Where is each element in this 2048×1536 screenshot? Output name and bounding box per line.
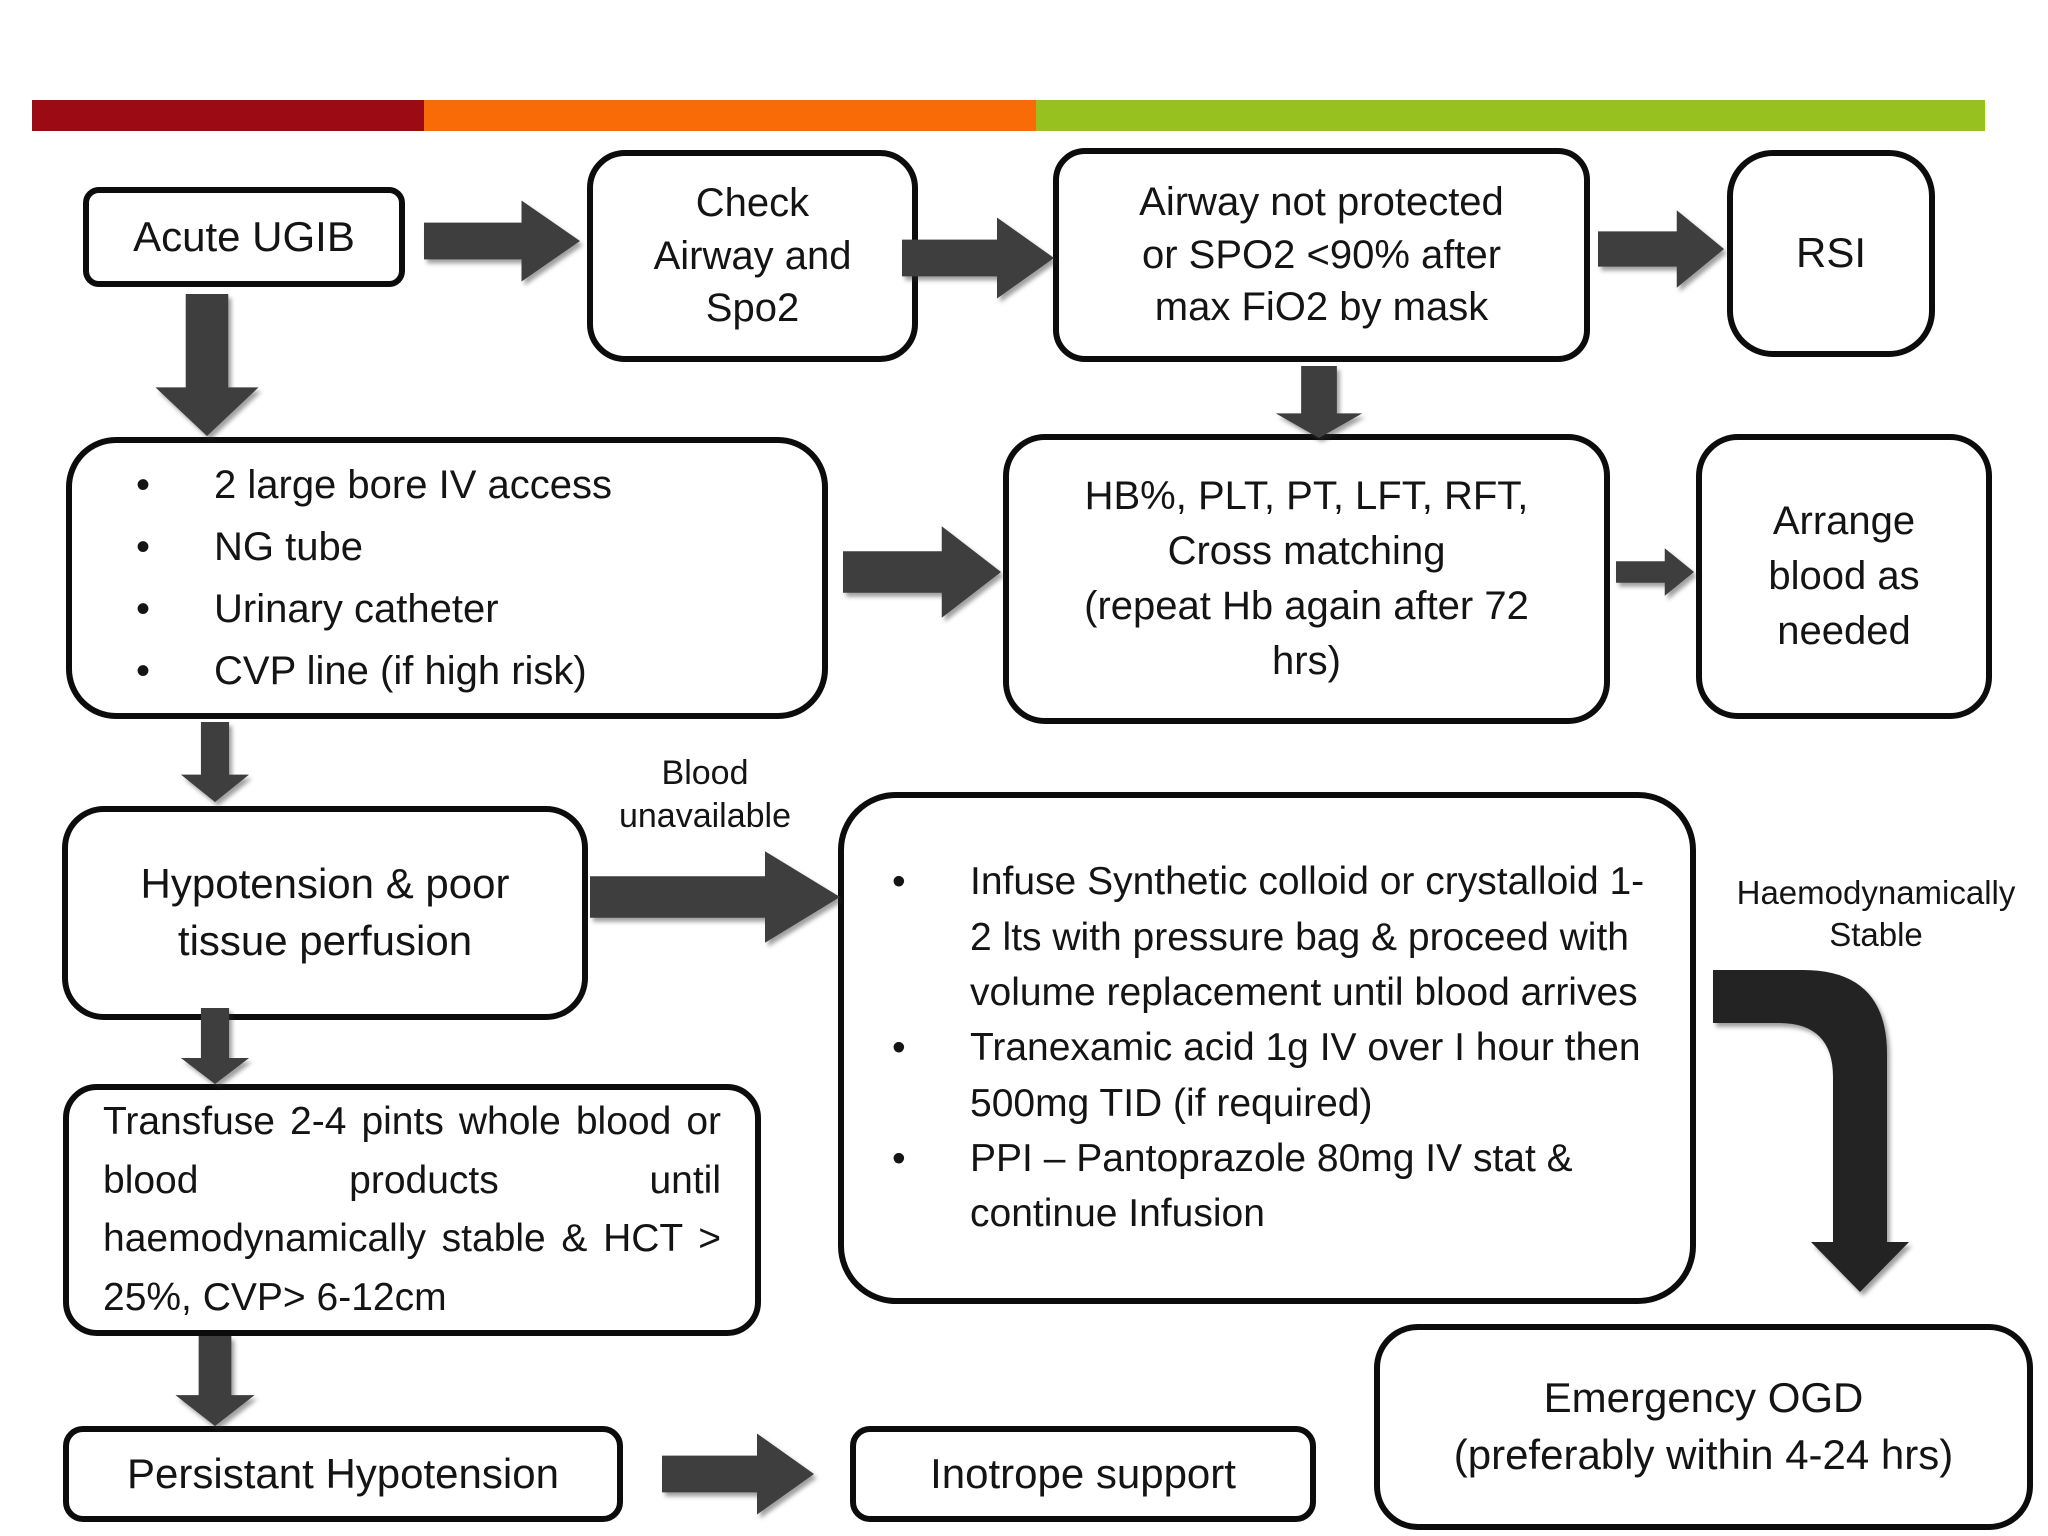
node-rsi: RSI [1727,150,1935,357]
node-line: HB%, PLT, PT, LFT, RFT, [1084,473,1529,518]
list-item: • Urinary catheter [130,578,802,640]
bullet-dot: • [892,1026,906,1070]
list-item-text: Infuse Synthetic colloid or crystalloid … [970,860,1645,1014]
bar-segment-green [1036,100,1985,131]
node-line: needed [1777,609,1911,654]
node-hypotension: Hypotension & poor tissue perfusion [62,806,588,1020]
node-persistant-hypotension: Persistant Hypotension [63,1426,623,1522]
arrow-airway-to-labs-icon [1275,366,1363,438]
edge-label-haemodynamically-stable: Haemodynamically Stable [1700,872,2048,955]
node-label: Transfuse 2-4 pints whole blood or blood… [103,1100,721,1319]
arrow-airway-to-rsi-icon [1598,210,1724,288]
list-item: • 2 large bore IV access [130,454,802,516]
edge-label-line: Blood [661,754,749,792]
list-item: • PPI – Pantoprazole 80mg IV stat & cont… [886,1131,1662,1242]
node-line: max FiO2 by mask [1154,285,1489,330]
node-line: Emergency OGD [1543,1374,1864,1422]
arrow-ivaccess-to-labs-icon [843,526,1001,618]
node-label: Inotrope support [930,1449,1236,1497]
bullet-dot: • [136,587,151,631]
bullet-dot: • [136,525,151,569]
node-infuse-list: • Infuse Synthetic colloid or crystalloi… [838,792,1696,1304]
arrow-haemo-stable-to-emergency-ogd-icon [1713,970,1909,1292]
arrow-persistant-to-inotrope-icon [662,1433,814,1515]
node-line: Check [695,180,810,225]
node-airway-not-protected: Airway not protected or SPO2 <90% after … [1053,148,1590,362]
node-line: Airway not protected [1139,179,1504,224]
node-arrange-blood: Arrange blood as needed [1696,434,1992,719]
list-item-text: CVP line (if high risk) [214,649,587,693]
arrow-labs-to-arrange-blood-icon [1616,548,1694,596]
node-line: (preferably within 4-24 hrs) [1453,1431,1954,1478]
edge-label-line: unavailable [618,796,792,835]
edge-label-blood-unavailable: Blood unavailable [585,752,825,838]
arrow-blood-unavailable-icon [590,851,840,943]
arrow-hypotension-to-transfuse-icon [180,1008,250,1084]
node-check-airway: Check Airway and Spo2 [587,150,918,362]
node-line: tissue perfusion [177,917,473,964]
list-item: • Infuse Synthetic colloid or crystalloi… [886,854,1662,1020]
node-label: Acute UGIB [133,212,355,260]
node-transfuse: Transfuse 2-4 pints whole blood or blood… [63,1084,761,1336]
node-line: (repeat Hb again after 72 hrs) [1084,584,1529,684]
list-item-text: NG tube [214,525,363,569]
arrow-transfuse-to-persistant-icon [175,1336,255,1426]
list-item: • CVP line (if high risk) [130,640,802,702]
arrow-check-to-airway-icon [902,217,1054,299]
list-item-text: Urinary catheter [214,587,499,631]
arrow-ivaccess-to-hypotension-icon [180,722,250,802]
node-line: Airway and [653,233,852,278]
list-item: • Tranexamic acid 1g IV over I hour then… [886,1020,1662,1131]
arrow-acute-to-ivaccess-icon [155,294,259,436]
bullet-dot: • [892,860,906,904]
bullet-dot: • [136,649,151,693]
node-iv-access-list: • 2 large bore IV access • NG tube • Uri… [66,437,828,719]
bullet-dot: • [136,463,151,507]
top-accent-bar [32,100,1985,131]
list-item-text: Tranexamic acid 1g IV over I hour then 5… [970,1026,1641,1125]
node-line: Spo2 [705,286,800,331]
node-line: blood as [1768,553,1920,598]
bar-segment-red [32,100,424,131]
node-inotrope: Inotrope support [850,1426,1316,1522]
node-emergency-ogd: Emergency OGD (preferably within 4-24 hr… [1374,1324,2033,1530]
node-label: Persistant Hypotension [127,1449,559,1497]
node-acute-ugib: Acute UGIB [83,187,405,287]
list-item-text: 2 large bore IV access [214,463,612,507]
node-line: Cross matching [1167,528,1446,573]
node-labs: HB%, PLT, PT, LFT, RFT, Cross matching (… [1003,434,1610,724]
arrow-acute-to-check-icon [424,200,580,282]
list-item: • NG tube [130,516,802,578]
node-line: or SPO2 <90% after [1141,232,1502,277]
node-line: Hypotension & poor [140,860,510,908]
bar-segment-orange [424,100,1036,131]
node-label: RSI [1795,229,1866,277]
node-line: Arrange [1772,498,1916,543]
edge-label-line: Haemodynamically [1736,874,2016,911]
list-item-text: PPI – Pantoprazole 80mg IV stat & contin… [970,1137,1573,1236]
bullet-dot: • [892,1137,906,1181]
edge-label-line: Stable [1829,915,1923,953]
